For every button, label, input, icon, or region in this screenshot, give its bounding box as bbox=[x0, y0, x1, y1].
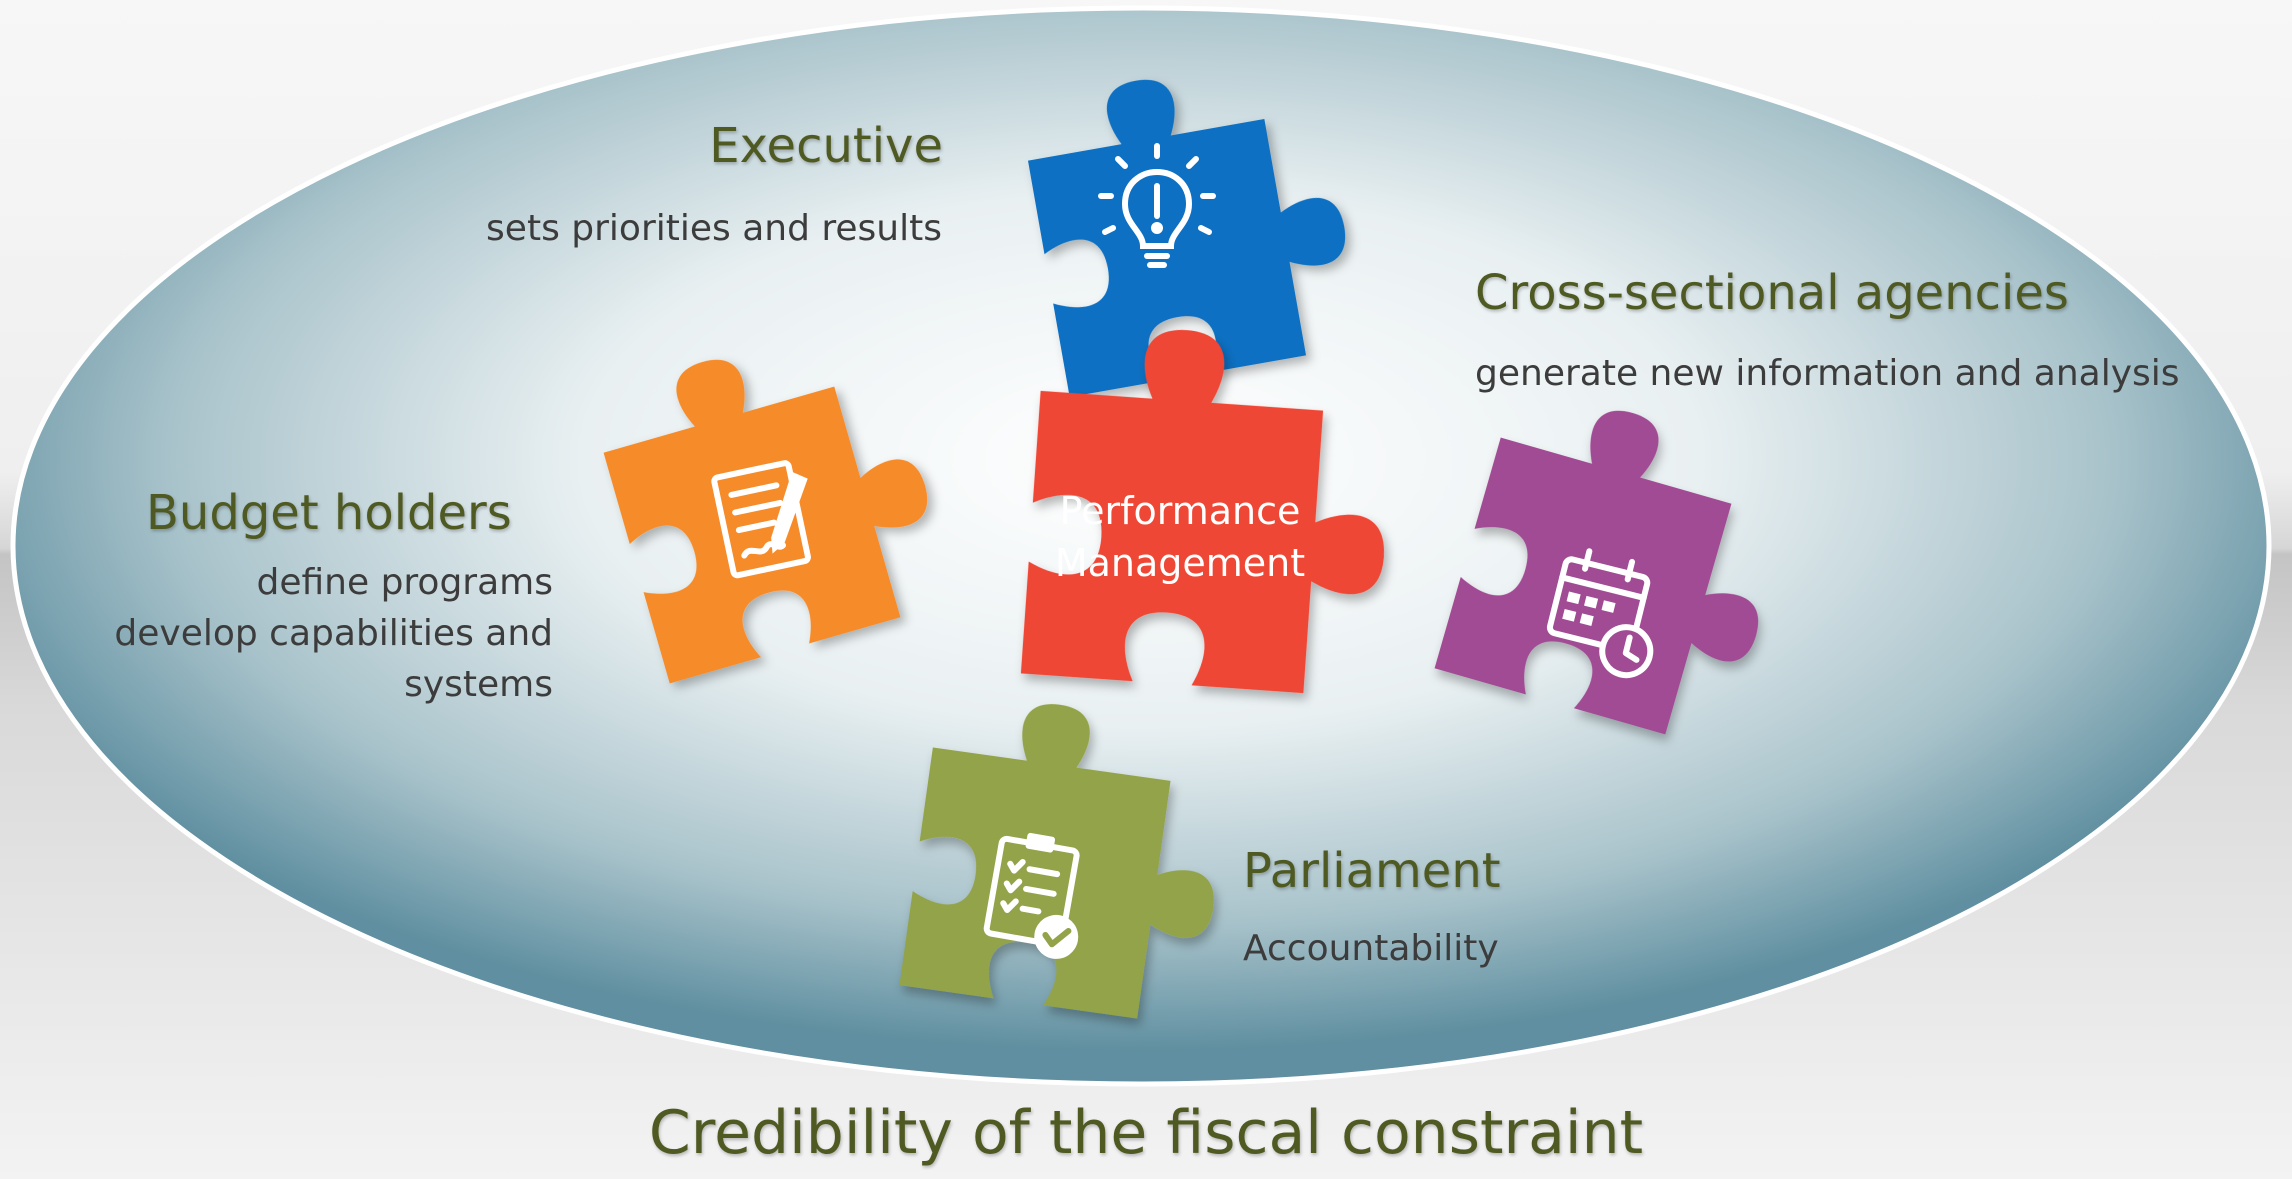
lightbulb-icon bbox=[1098, 143, 1216, 268]
clipboard-check-icon bbox=[983, 832, 1080, 959]
budget-holders-line-2: develop capabilities and bbox=[114, 613, 553, 654]
footer-caption: Credibility of the fiscal constraint bbox=[648, 1098, 1644, 1168]
parliament-description: Accountability bbox=[1243, 928, 1499, 969]
center-line-1: Performance bbox=[1059, 489, 1301, 533]
document-sign-icon bbox=[711, 460, 811, 579]
budget-holders-line-1: define programs bbox=[256, 562, 553, 603]
calendar-clock-icon bbox=[1546, 548, 1654, 679]
cross-sectional-description: generate new information and analysis bbox=[1475, 353, 2180, 394]
executive-description: sets priorities and results bbox=[486, 208, 942, 249]
budget-holders-line-3: systems bbox=[404, 664, 553, 705]
executive-title: Executive bbox=[709, 118, 943, 174]
parliament-title: Parliament bbox=[1243, 843, 1501, 899]
budget-holders-description: define programs develop capabilities and… bbox=[114, 557, 553, 710]
budget-holders-title: Budget holders bbox=[146, 485, 512, 541]
cross-sectional-title: Cross-sectional agencies bbox=[1475, 265, 2069, 321]
performance-management-label: Performance Management bbox=[1000, 485, 1360, 589]
center-line-2: Management bbox=[1054, 541, 1306, 585]
